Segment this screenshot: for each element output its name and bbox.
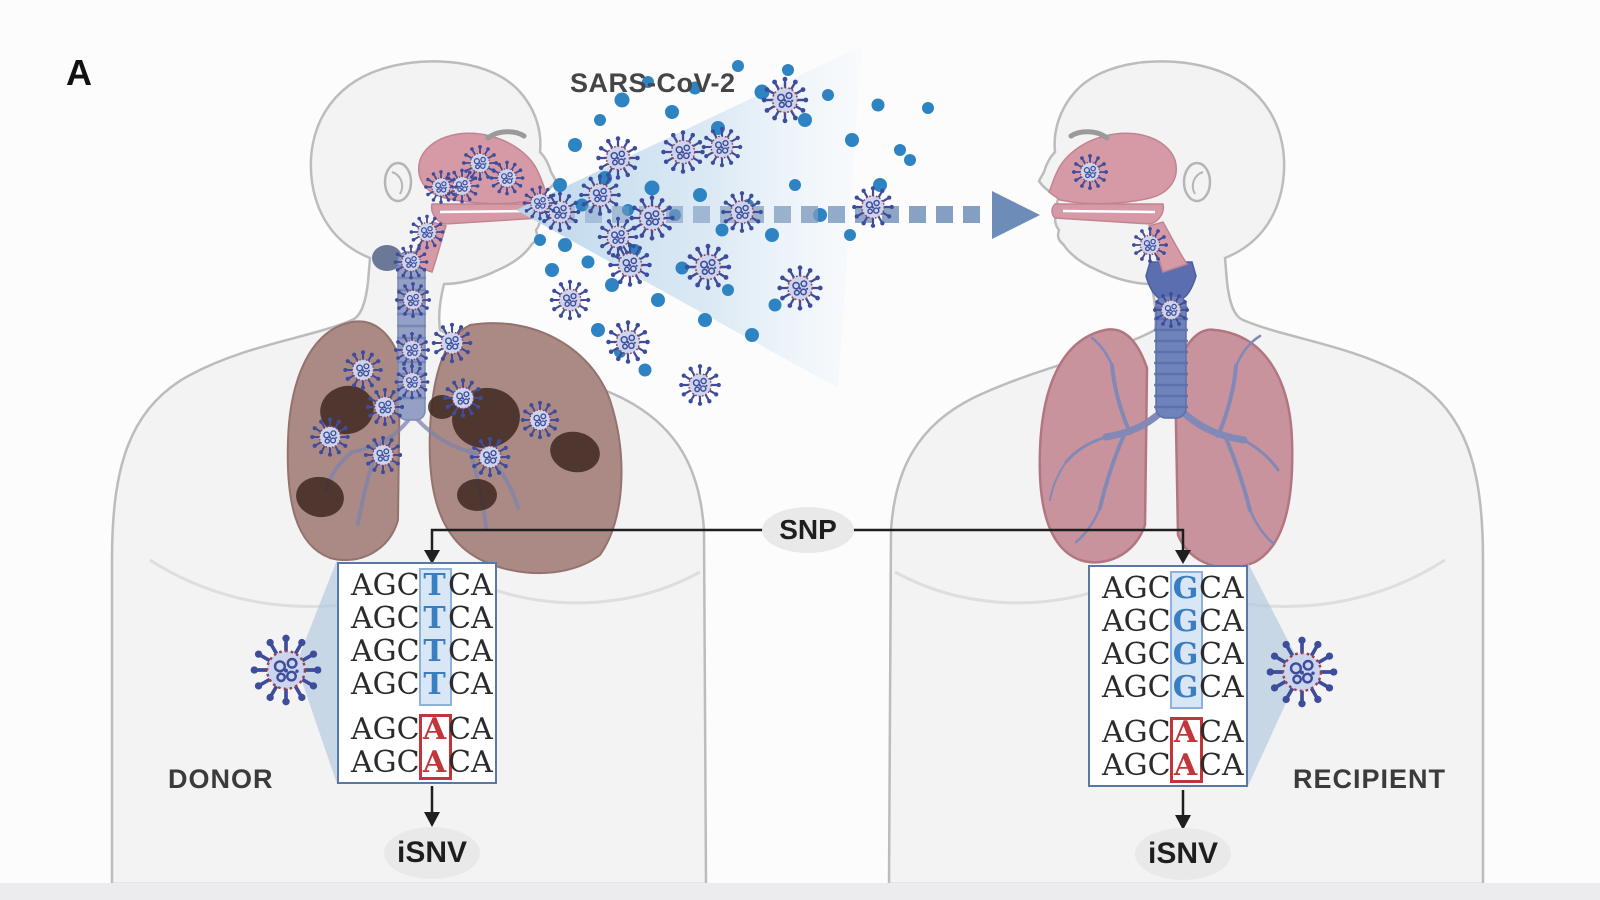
donor-lungs bbox=[286, 320, 623, 575]
recipient-zoom-wedge bbox=[1248, 563, 1302, 786]
snp-arrow-right bbox=[1175, 550, 1191, 564]
image-edge-strip bbox=[0, 883, 1600, 900]
isnv-arrowhead-left bbox=[424, 812, 440, 827]
recipient-label: RECIPIENT bbox=[1293, 764, 1447, 794]
sequence-read: AGCGCA bbox=[1102, 571, 1244, 606]
isnv-arrows bbox=[430, 786, 1185, 817]
snp-badge-text: SNP bbox=[779, 514, 837, 545]
snp-badge: SNP bbox=[762, 507, 854, 553]
recipient-trachea bbox=[1145, 261, 1197, 419]
recipient-lungs bbox=[1038, 328, 1294, 569]
recipient-isnv-text: iSNV bbox=[1147, 837, 1219, 870]
sequence-read: AGCGCA bbox=[1102, 670, 1244, 705]
sequence-read: AGCGCA bbox=[1102, 604, 1244, 639]
consensus-column-highlight bbox=[1170, 571, 1203, 709]
lung-lesions bbox=[296, 385, 600, 518]
arrowhead bbox=[992, 191, 1040, 239]
virus-name-label: SARS-CoV-2 bbox=[570, 68, 736, 98]
donor-isnv-text: iSNV bbox=[396, 836, 468, 869]
consensus-column-highlight bbox=[419, 568, 452, 706]
panel-letter: A bbox=[66, 52, 92, 93]
minor-variant-box bbox=[1170, 717, 1203, 783]
recipient-isnv-badge: iSNV bbox=[1135, 828, 1231, 880]
donor-label: DONOR bbox=[168, 764, 274, 794]
sequence-read: AGCGCA bbox=[1102, 637, 1244, 672]
snp-arrow-left bbox=[424, 550, 440, 564]
donor-isnv-badge: iSNV bbox=[384, 827, 480, 879]
isnv-arrowhead-right bbox=[1175, 815, 1191, 830]
minor-variant-box bbox=[419, 714, 452, 780]
